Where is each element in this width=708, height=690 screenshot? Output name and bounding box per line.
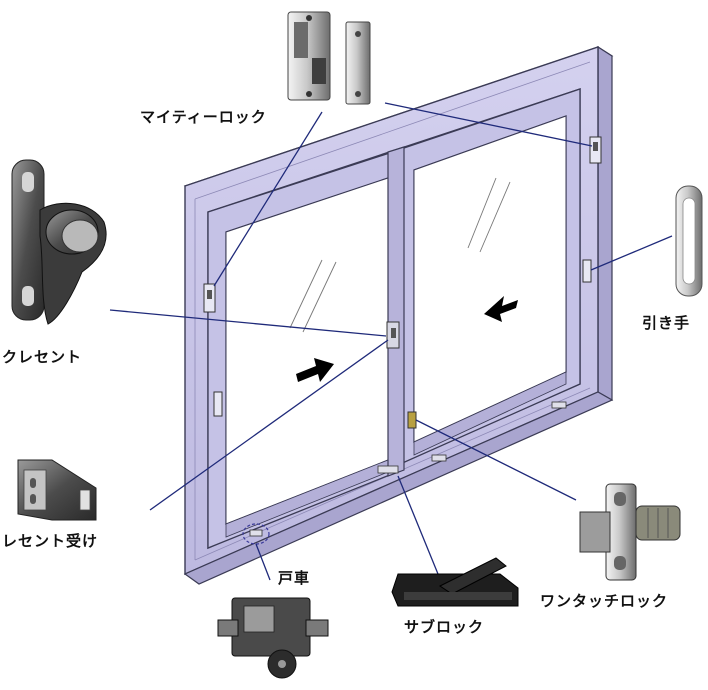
label-crescent-receiver: レセント受け [2, 532, 98, 550]
right-glass-reflection-1 [467, 177, 497, 249]
pull-handle-part [675, 185, 703, 297]
roller-fitting-left [249, 529, 263, 537]
arrow-left-icon [484, 296, 518, 322]
mighty-lock-part [287, 11, 371, 105]
label-roller: 戸車 [278, 569, 310, 587]
leader-crescent-receiver [149, 339, 389, 511]
left-glass-reflection-2 [302, 261, 337, 333]
sub-lock-lever [439, 557, 507, 595]
right-sash [397, 88, 581, 467]
pull-handle-fitting-right [582, 259, 592, 283]
sub-lock-fitting [377, 465, 399, 474]
roller-part [217, 597, 329, 679]
sub-lock-part [391, 557, 519, 607]
roller-wheel-hub [278, 660, 286, 668]
mighty-lock-latch [312, 58, 326, 84]
mighty-lock-strike-screw-1 [355, 31, 361, 37]
window-frame [183, 45, 614, 585]
pull-handle-recess [682, 197, 696, 285]
crescent-part [11, 159, 107, 325]
frame-bottom-sill [183, 391, 614, 585]
roller-fitting-right [431, 454, 447, 462]
label-pull-handle: 引き手 [642, 314, 690, 332]
roller-plate [243, 605, 275, 633]
crescent-fitting-knob [391, 328, 396, 338]
arrow-right-icon [296, 358, 334, 382]
crescent-plate-hole-1 [22, 172, 34, 192]
label-one-touch-lock: ワンタッチロック [540, 592, 668, 610]
crescent-receiver-part [17, 459, 97, 521]
mighty-lock-strike [345, 21, 371, 105]
crescent-receiver-face [23, 469, 47, 511]
crescent-receiver-hook [79, 489, 91, 511]
left-glass-reflection-1 [289, 259, 323, 329]
one-touch-lock-part [579, 483, 681, 581]
crescent-knob-face [61, 219, 99, 253]
leader-crescent [109, 309, 387, 337]
mighty-lock-screw-1 [306, 15, 312, 21]
crescent-receiver-hole-1 [30, 478, 36, 488]
right-glass-reflection-2 [479, 181, 511, 253]
one-touch-lock-hole-2 [614, 556, 626, 570]
crescent-receiver-hole-2 [30, 494, 36, 504]
roller-highlight-circle [242, 523, 270, 545]
leader-pull-handle [590, 235, 673, 271]
label-mighty-lock: マイティーロック [140, 108, 267, 126]
one-touch-lock-body [579, 511, 611, 553]
leader-mighty-lock-right [384, 102, 593, 147]
label-sub-lock: サブロック [404, 618, 484, 636]
roller-side-tab-right [305, 619, 329, 637]
mighty-lock-strike-screw-2 [355, 91, 361, 97]
mighty-lock-slot [294, 22, 308, 58]
leader-mighty-lock-left [213, 111, 323, 287]
pull-handle-fitting-left [213, 391, 223, 417]
mighty-lock-fitting-right-slot [593, 142, 598, 151]
one-touch-lock-fitting [407, 411, 417, 429]
leader-lines [109, 102, 673, 581]
crescent-plate-hole-2 [22, 286, 34, 306]
one-touch-lock-hole-1 [614, 492, 626, 506]
roller-side-tab-left [217, 619, 239, 637]
mighty-lock-fitting-left-slot [207, 290, 212, 299]
leader-sub-lock [397, 475, 439, 575]
leader-one-touch-lock [415, 419, 577, 501]
label-crescent: クレセント [2, 348, 82, 366]
sub-lock-base [404, 592, 512, 600]
mighty-lock-screw-2 [306, 91, 312, 97]
roller-fitting-far-right [551, 401, 567, 409]
right-sash-bottom-rail [413, 371, 567, 456]
leader-roller [255, 543, 271, 581]
meeting-stile [387, 146, 405, 477]
frame-right-edge [597, 45, 613, 402]
